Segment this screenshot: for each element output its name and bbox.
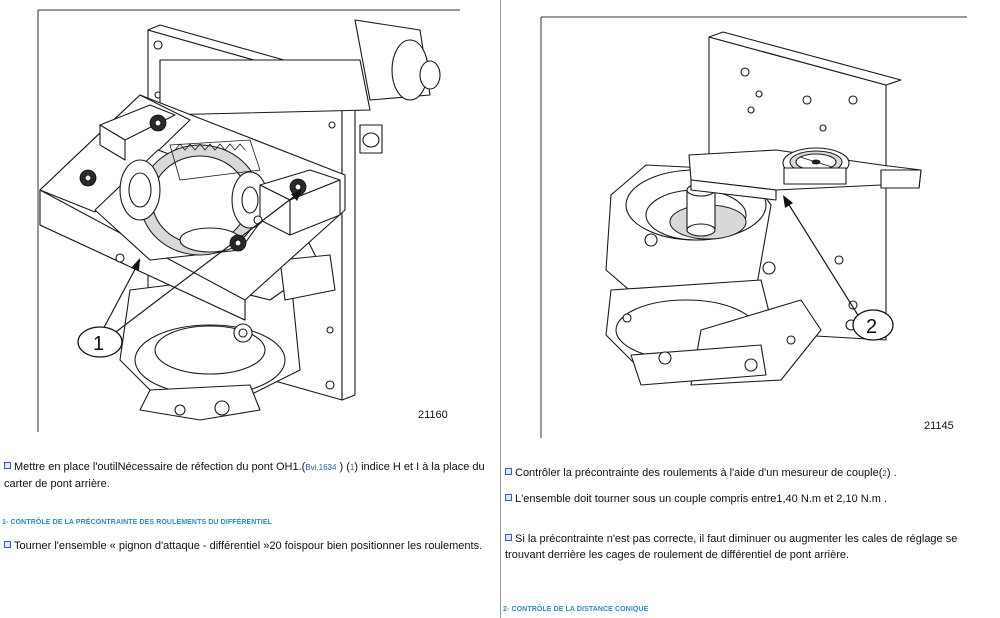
callout-1-label: 1	[93, 333, 104, 355]
section-heading-1: 1- CONTRÔLE DE LA PRÉCONTRAINTE DES ROUL…	[2, 519, 273, 526]
right-step-check-preload: Contrôler la précontrainte des roulement…	[505, 465, 993, 482]
left-step-install-tool: Mettre en place l'outilNécessaire de réf…	[4, 461, 485, 490]
right-step-torque-range: L'ensemble doit tourner sous un couple c…	[505, 491, 993, 507]
callout-ref: 2	[882, 469, 887, 478]
left-step-rotate-assembly: Tourner l'ensemble « pignon d'attaque - …	[4, 538, 490, 554]
figure-number-left: 21160	[418, 409, 448, 421]
figure-number-right: 21145	[924, 420, 954, 432]
bullet-icon	[505, 468, 512, 475]
callout-2-label: 2	[866, 316, 877, 338]
bullet-icon	[4, 462, 11, 469]
reference-link[interactable]: Bvi.1634	[305, 463, 337, 472]
callout-ref: 1	[349, 463, 355, 472]
bullet-icon	[4, 541, 11, 548]
bullet-icon	[505, 494, 512, 501]
right-step-adjust-shims: Si la précontrainte n'est pas correcte, …	[505, 533, 958, 561]
figure-torque-measurement: 2 21145	[501, 0, 1000, 440]
figure-tool-installation: 1 21160	[0, 0, 500, 440]
bullet-icon	[505, 534, 512, 541]
section-heading-2: 2- CONTRÔLE DE LA DISTANCE CONIQUE	[503, 606, 649, 613]
column-divider	[500, 0, 501, 618]
